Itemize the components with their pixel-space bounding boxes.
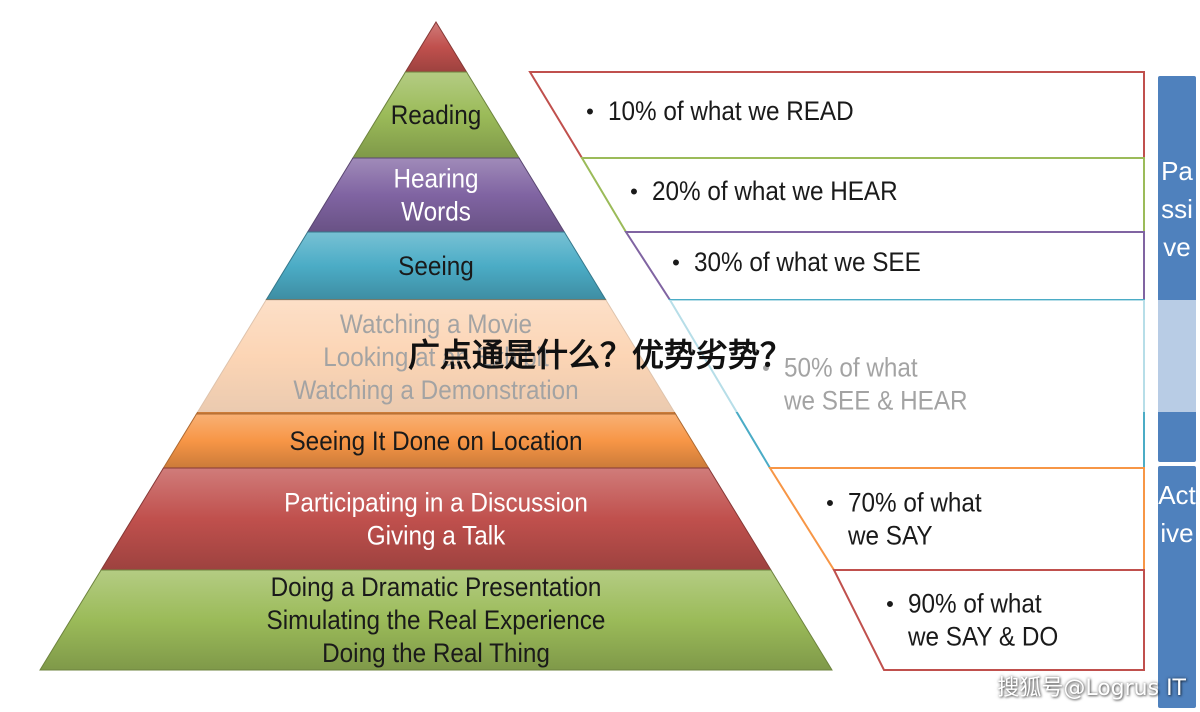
pyramid-label-participating: Participating in a Discussion — [284, 489, 588, 518]
overlay-band — [0, 300, 1200, 412]
active-label: Active — [1158, 480, 1196, 548]
passive-label: Passive — [1161, 156, 1193, 262]
retention-text-say-do: 90% of what — [908, 590, 1042, 619]
pyramid-label-reading: Reading — [391, 101, 481, 130]
pyramid-label-hearing: Words — [401, 198, 471, 227]
pyramid-label-doing: Doing a Dramatic Presentation — [271, 573, 602, 602]
overlay-title: 广点通是什么？优势劣势？ — [407, 336, 792, 374]
pyramid-label-doing: Doing the Real Thing — [322, 639, 550, 668]
pyramid-level-participating — [100, 467, 772, 571]
pyramid-label-participating: Giving a Talk — [367, 522, 506, 551]
retention-bullet: • — [586, 99, 594, 124]
pyramid-level-doing — [39, 569, 833, 671]
retention-box-say — [768, 467, 1145, 571]
retention-text-read: 10% of what we READ — [608, 97, 854, 126]
pyramid-label-location: Seeing It Done on Location — [289, 427, 582, 456]
pyramid-label-seeing: Seeing — [398, 252, 474, 281]
watermark: 搜狐号@Logrus IT — [997, 676, 1186, 701]
retention-text-say: 70% of what — [848, 489, 982, 518]
retention-bullet: • — [886, 591, 894, 616]
retention-text-say: we SAY — [847, 522, 933, 551]
active-label-bar: Active — [1158, 466, 1196, 708]
retention-text-see: 30% of what we SEE — [694, 248, 921, 277]
retention-bullet: • — [672, 250, 680, 275]
pyramid-label-hearing: Hearing — [393, 165, 478, 194]
retention-text-hear: 20% of what we HEAR — [652, 177, 898, 206]
retention-box-say-do — [832, 569, 1145, 671]
pyramid-level-apex — [404, 21, 468, 73]
retention-text-say-do: we SAY & DO — [907, 623, 1058, 652]
retention-bullet: • — [826, 490, 834, 515]
retention-bullet: • — [630, 179, 638, 204]
pyramid-label-doing: Simulating the Real Experience — [267, 606, 606, 635]
